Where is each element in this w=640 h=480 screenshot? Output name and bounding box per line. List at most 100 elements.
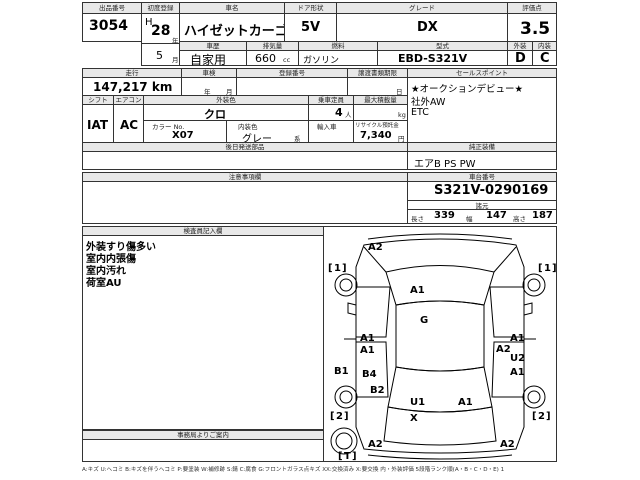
- sales-point-line: ★オークションデビュー★: [411, 84, 524, 95]
- category-cell: 車歴 自家用: [179, 41, 247, 67]
- shift: IAT: [87, 118, 109, 132]
- rear-right-wheel: [522, 385, 546, 409]
- damage-mark: X: [410, 413, 418, 424]
- svg-text:[: [: [338, 451, 343, 461]
- fuel-label: 燃料: [299, 42, 377, 51]
- svg-text:[: [: [538, 263, 543, 274]
- inspection-month-unit: 月: [226, 88, 233, 96]
- sales-points-cell: セールスポイント ★オークションデビュー★ 社外AW ETC: [407, 68, 557, 143]
- svg-text:]: ]: [344, 411, 349, 422]
- wheel-label: [: [328, 263, 333, 274]
- door-type-cell: ドア形状 5V: [284, 2, 337, 42]
- width-label: 幅: [466, 215, 473, 223]
- model-code-cell: 型式 EBD-S321V: [377, 41, 508, 66]
- equipment: エアB PS PW: [414, 159, 476, 170]
- sales-point-line: ETC: [411, 107, 429, 118]
- door-type: 5V: [301, 20, 321, 35]
- rear-window: [387, 366, 493, 413]
- inspector-line: 荷室AU: [86, 278, 122, 289]
- damage-mark: A1: [510, 333, 525, 344]
- score-cell: 評価点 3.5: [507, 2, 557, 42]
- transfer-label: 譲渡書類期限: [348, 69, 407, 78]
- inspector-cell: 検査員記入欄 外装すり傷多い 室内内張傷 室内汚れ 荷室AU: [82, 226, 324, 430]
- registration-label: 登録番号: [237, 69, 347, 78]
- recycle-unit: 円: [398, 135, 405, 143]
- inspector-line: 室内汚れ: [86, 266, 126, 277]
- model-code-label: 型式: [378, 42, 507, 51]
- tire-marker: T: [344, 451, 351, 461]
- engine-cc-unit: cc: [283, 56, 291, 64]
- rear-bumper: [367, 454, 513, 460]
- inspector-label: 検査員記入欄: [83, 227, 323, 236]
- svg-text:[: [: [330, 411, 335, 422]
- exterior-color: クロ: [204, 108, 226, 121]
- damage-mark: A1: [410, 285, 425, 296]
- inspection-cell: 車検 年 月: [181, 68, 237, 96]
- lot-number-label: 出品番号: [83, 3, 141, 14]
- damage-mark: A1: [458, 397, 473, 408]
- ac-cell: エアコン AC: [113, 95, 144, 143]
- grade-cell: グレード DX: [336, 2, 508, 42]
- color-code-label: カラー No.: [152, 123, 185, 131]
- damage-mark: A1: [510, 367, 525, 378]
- score-label: 評価点: [508, 3, 556, 14]
- ac: AC: [120, 118, 139, 132]
- capacity: 4: [335, 106, 343, 119]
- chassis-number: S321V-0290169: [434, 183, 549, 198]
- damage-mark: A2: [500, 439, 515, 450]
- car-name: ハイゼットカーゴ: [184, 24, 288, 39]
- damage-mark: A2: [368, 439, 383, 450]
- grade-label: グレード: [337, 3, 507, 14]
- recycle-value: 7,340: [360, 130, 392, 141]
- damage-mark: B2: [370, 385, 385, 396]
- wheel-label: 2: [336, 411, 343, 422]
- interior-color-unit: 系: [294, 135, 301, 143]
- capacity-unit: 人: [345, 111, 352, 119]
- car-outline: [355, 238, 525, 454]
- svg-text:]: ]: [546, 411, 551, 422]
- lot-number: 3054: [89, 18, 128, 34]
- wheel-label: 1: [334, 263, 341, 274]
- capacity-cell: 乗車定員 4 人 輸入車: [308, 95, 354, 143]
- hood-line-left: [363, 246, 387, 273]
- legend: A:キズ U:ヘコミ B:キズを伴うヘコミ P:要塗装 W:補修跡 S:錆 C:…: [82, 467, 505, 473]
- first-registration-year-unit: 年: [172, 37, 179, 45]
- exterior-score-cell: 外装 D: [507, 41, 533, 66]
- recycle-label: リサイクル預託金: [355, 123, 399, 129]
- height-label: 高さ: [513, 215, 526, 223]
- interior-score: C: [540, 51, 550, 66]
- category-label: 車歴: [180, 42, 246, 51]
- damage-map-cell: [ 1 ] [ 1 ] [ 2 ] [ 2 ] [ T ] A2 A1 G A1…: [323, 226, 557, 462]
- office-label: 事務局よりご案内: [83, 431, 323, 440]
- chassis-label: 車台番号: [408, 173, 556, 182]
- transfer-cell: 譲渡書類期限 日: [347, 68, 408, 96]
- length: 339: [434, 210, 455, 221]
- front-right-wheel: [522, 273, 546, 297]
- right-door-rear: [491, 341, 525, 398]
- inspector-line: 室内内張傷: [86, 254, 136, 265]
- left-mirror: [347, 302, 357, 316]
- payload-cell: 最大積載量 kg リサイクル預託金 7,340 円: [353, 95, 408, 143]
- svg-text:[: [: [532, 411, 537, 422]
- payload-label: 最大積載量: [354, 96, 407, 105]
- first-registration-label: 初度登録: [142, 3, 179, 14]
- front-left-wheel: [334, 273, 358, 297]
- inspector-line: 外装すり傷多い: [86, 242, 156, 253]
- transfer-day-unit: 日: [396, 88, 403, 96]
- svg-text:]: ]: [342, 263, 347, 274]
- equipment-cell: 純正装備 エアB PS PW: [407, 142, 557, 170]
- damage-mark: A2: [368, 242, 383, 253]
- registration-cell: 登録番号: [236, 68, 348, 96]
- first-registration-month-unit: 月: [172, 56, 179, 64]
- first-registration-month: 5: [156, 49, 163, 62]
- damage-mark: A1: [360, 345, 375, 356]
- notes-cell: 注意事項欄: [82, 172, 408, 224]
- car-name-label: 車名: [180, 3, 284, 14]
- length-label: 長さ: [411, 215, 424, 223]
- rear-left-wheel: [334, 385, 358, 409]
- inspection-year-unit: 年: [204, 88, 211, 96]
- sales-points-label: セールスポイント: [408, 69, 556, 78]
- exterior-score-label: 外装: [508, 42, 532, 51]
- car-name-cell: 車名 ハイゼットカーゴ: [179, 2, 288, 42]
